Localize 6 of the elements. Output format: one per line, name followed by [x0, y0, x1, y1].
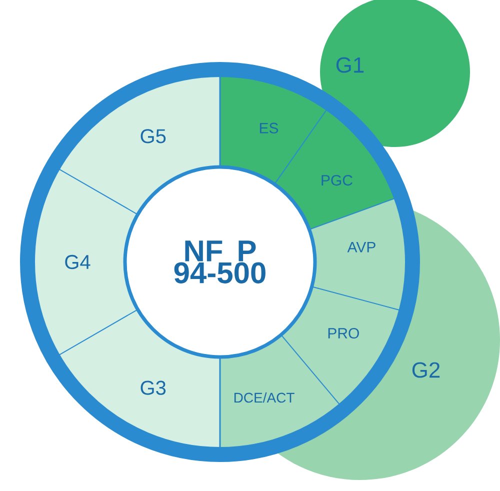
segment: G5	[58, 76, 220, 214]
segment: AVP	[309, 198, 406, 310]
segment: G4	[34, 169, 138, 355]
node-label: G4	[65, 254, 90, 270]
node-label: AVP	[347, 242, 376, 252]
segment: G3	[58, 310, 220, 448]
